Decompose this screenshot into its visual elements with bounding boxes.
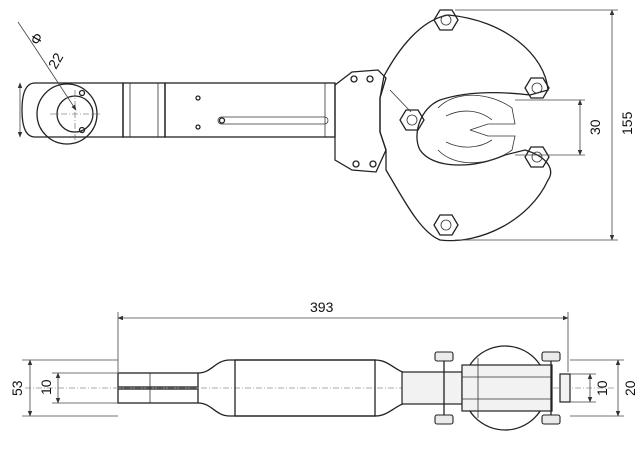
rivet-icon [78,126,86,134]
dim-left-slot: 10 [38,372,118,404]
dim-right-height: 20 [570,359,638,417]
side-handle [117,359,411,417]
dim-overall-length: 393 [117,299,569,372]
bolt-head-icon [434,351,454,362]
nut-icon [433,214,459,236]
overall-height-value: 155 [619,111,635,135]
rivet-icon [78,89,86,97]
bolt-head-icon [434,414,454,425]
screw-icon [369,160,377,168]
side-view: 393 53 10 10 20 [9,299,638,431]
adjust-slot [217,116,329,125]
rivet-icon [195,95,201,101]
dim-right-slot: 10 [570,373,610,403]
screw-icon [366,75,374,83]
dim-left-height: 53 [9,359,118,417]
left-height-value: 53 [9,380,25,396]
nut-icon [433,9,459,31]
rivet-icon [195,124,201,130]
dim-jaw-gap: 30 [515,99,603,156]
screw-icon [352,160,360,168]
bolt-head-icon [541,414,561,425]
connector-block [334,69,387,173]
jaw-gap-value: 30 [587,119,603,135]
diameter-symbol: Φ [27,30,46,48]
diameter-value: 22 [45,50,67,72]
nut-icon [524,77,550,99]
overall-length-value: 393 [310,299,334,315]
nut-icon [399,109,425,131]
handle-end [21,82,124,145]
dim-diameter: Φ 22 [17,21,77,111]
screw-icon [350,75,358,83]
right-height-value: 20 [622,380,638,396]
handle-sleeve [122,82,336,138]
nut-icon [524,146,550,168]
slot-pin-icon [218,117,226,124]
right-slot-value: 10 [594,380,610,396]
hook-head [379,9,552,242]
dim-overall-height: 155 [455,9,635,241]
left-slot-value: 10 [38,379,54,395]
top-view: Φ 22 30 155 [17,9,635,242]
bolt-head-icon [541,351,561,362]
side-head [401,345,571,431]
